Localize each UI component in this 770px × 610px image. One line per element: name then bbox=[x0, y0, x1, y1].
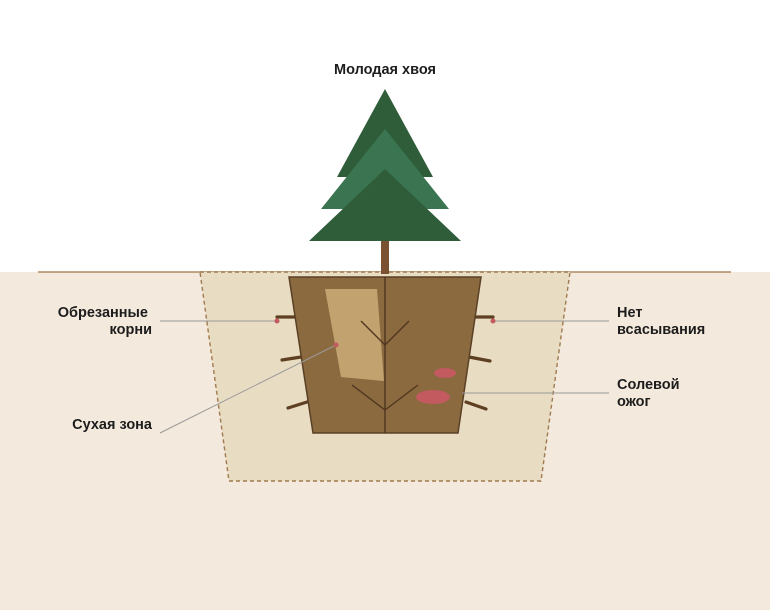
young-fir-tree bbox=[309, 89, 461, 241]
leader-dots bbox=[274, 318, 496, 348]
internal-roots bbox=[351, 277, 419, 433]
label-no-absorption-line1: Нет bbox=[617, 305, 642, 321]
label-salt-burn-line1: Солевой bbox=[617, 377, 680, 393]
label-no-absorption-line2: всасывания bbox=[617, 322, 705, 338]
label-no-absorption: Нет всасывания bbox=[617, 305, 705, 338]
salt-burn-spots bbox=[416, 368, 456, 404]
label-cut-roots: Обрезанные корни bbox=[58, 305, 152, 338]
label-cut-roots-line2: корни bbox=[110, 322, 152, 338]
tree-trunk bbox=[381, 238, 389, 274]
label-salt-burn: Солевой ожог bbox=[617, 377, 684, 410]
leader-lines bbox=[159, 320, 609, 434]
label-young-needles: Молодая хвоя bbox=[334, 62, 436, 78]
label-dry-zone: Сухая зона bbox=[72, 417, 153, 433]
dry-zone bbox=[325, 289, 384, 381]
label-cut-roots-line1: Обрезанные bbox=[58, 305, 148, 321]
cut-roots bbox=[275, 315, 495, 411]
label-salt-burn-line2: ожог bbox=[617, 394, 650, 410]
